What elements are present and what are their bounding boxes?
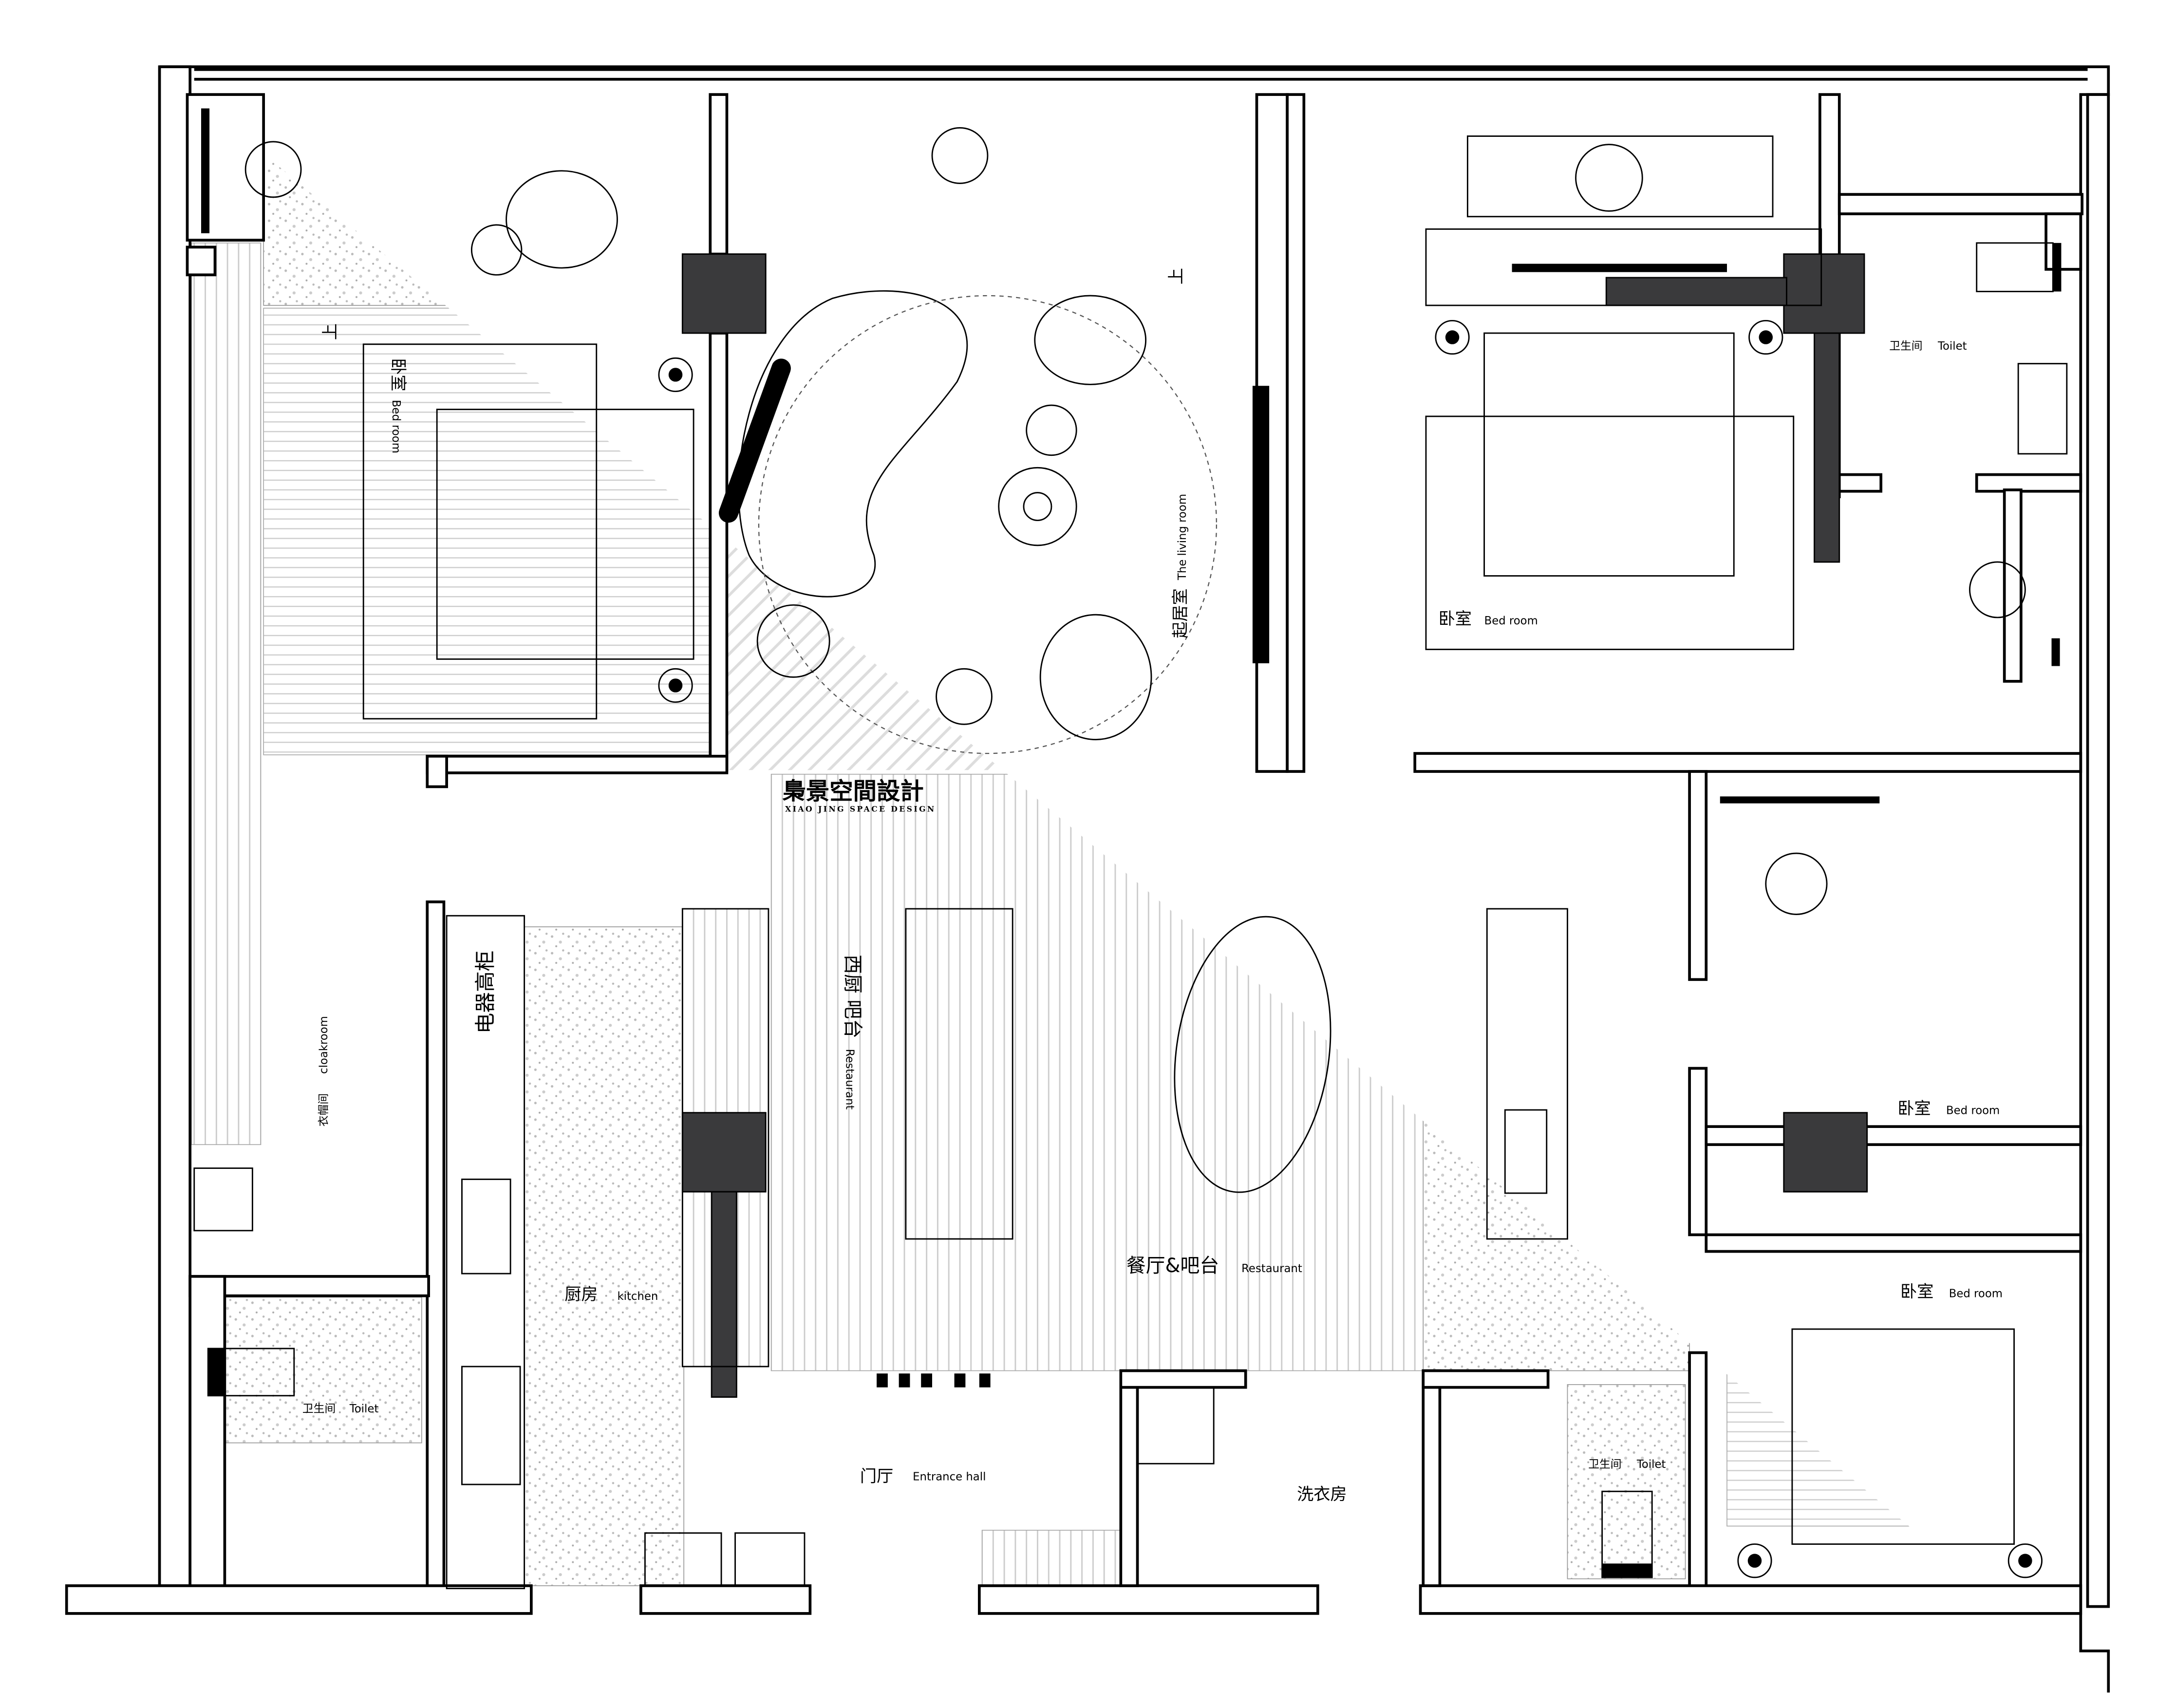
label-toilet-s: 卫生间 [1588, 1458, 1621, 1471]
label-bedroom-e: 卧室 [1897, 1099, 1931, 1119]
label-laundry: 洗衣房 [1297, 1484, 1347, 1504]
svg-text:Toilet: Toilet [1937, 340, 1967, 353]
label-entrance-hall: 门厅 [860, 1466, 893, 1486]
label-bedroom-se: 卧室 [1900, 1282, 1933, 1302]
dining-table [1174, 916, 1331, 1193]
svg-text:cloakroom: cloakroom [318, 1016, 330, 1074]
lamp-icons [658, 319, 2043, 1578]
brand-logo: 梟景空間設計 XIAO JING SPACE DESIGN [782, 778, 936, 814]
svg-text:Bed room: Bed room [390, 400, 402, 453]
label-toilet-ne: 卫生间 [1889, 340, 1922, 353]
label-appliance-cabinet: 电器高柜 [473, 950, 498, 1033]
stair-up-label: 上 [1167, 268, 1186, 284]
svg-text:Restaurant: Restaurant [1241, 1262, 1302, 1275]
walls [65, 65, 2110, 1693]
bed-se [1791, 1328, 2015, 1545]
label-kitchen: 厨房 [564, 1285, 598, 1304]
label-living-room: 起居室 [1171, 588, 1190, 638]
label-dining: 餐厅&吧台 [1126, 1255, 1219, 1277]
label-bedroom-ne: 卧室 [1439, 609, 1472, 629]
columns [201, 108, 2062, 1577]
svg-text:The living room: The living room [1176, 494, 1189, 581]
svg-text:Bed room: Bed room [1946, 1105, 2000, 1117]
svg-text:Toilet: Toilet [349, 1403, 379, 1415]
stair-up-label: 上 [320, 323, 340, 340]
label-toilet-sw: 卫生间 [302, 1403, 336, 1415]
svg-text:Bed room: Bed room [1949, 1288, 2003, 1300]
sofa [738, 290, 968, 598]
svg-text:Entrance hall: Entrance hall [913, 1470, 986, 1483]
bed-nw [436, 409, 694, 660]
svg-text:XIAO JING SPACE DESIGN: XIAO JING SPACE DESIGN [785, 805, 936, 814]
label-cloakroom: 衣帽间 [318, 1093, 330, 1126]
svg-text:Bed room: Bed room [1484, 615, 1538, 627]
furniture [193, 127, 2068, 1590]
bed-ne [1483, 332, 1735, 577]
label-bedroom-nw: 卧室 [388, 358, 408, 391]
svg-text:kitchen: kitchen [617, 1290, 658, 1303]
svg-text:Restaurant: Restaurant [843, 1049, 856, 1110]
label-western-kitchen: 西厨 吧台 [841, 955, 863, 1038]
room-labels: 卧室 Bed room 起居室 The living room 上 上 卧室 B… [302, 268, 2003, 1504]
kitchen-island [905, 908, 1013, 1240]
svg-text:梟景空間設計: 梟景空間設計 [782, 778, 923, 805]
svg-text:Toilet: Toilet [1636, 1458, 1666, 1471]
